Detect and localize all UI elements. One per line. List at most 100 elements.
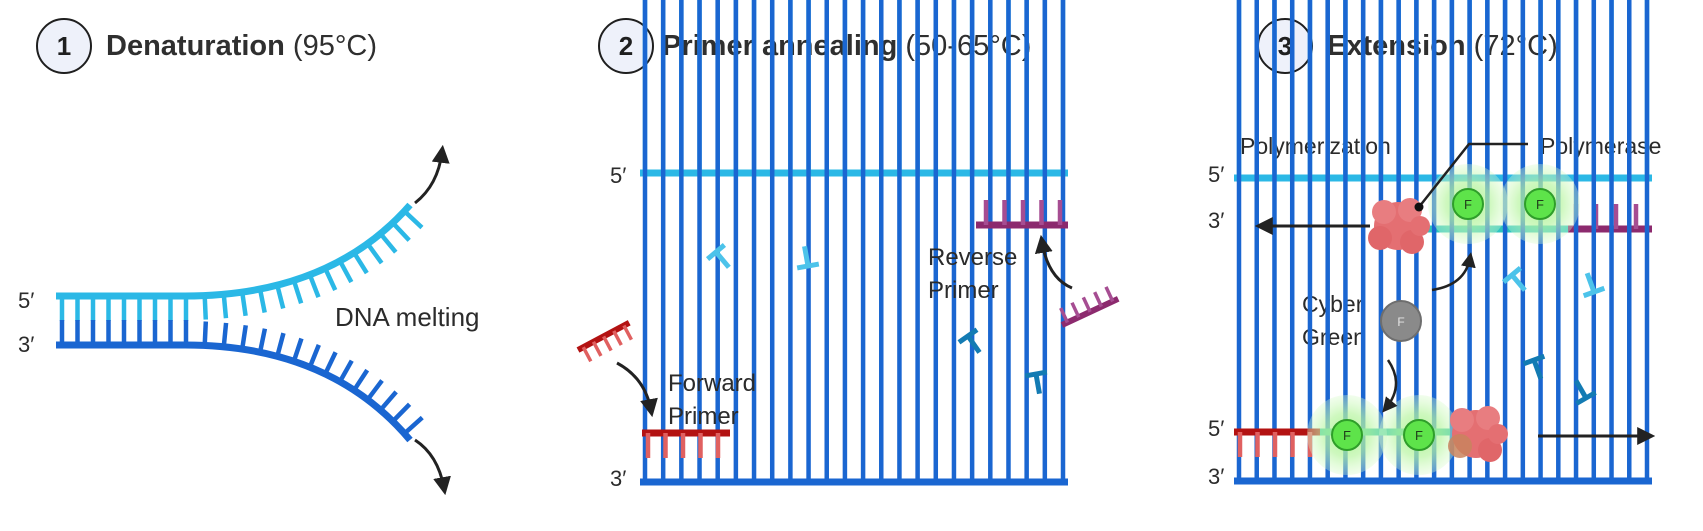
polymerase-pointer-dot [1414,202,1424,212]
label-polymerization: Polymerization [1240,133,1391,159]
forward-primer-free [576,320,633,363]
base-leg [402,209,424,230]
base-leg [239,291,248,317]
base-leg [622,324,633,341]
base-leg [1059,307,1070,324]
step-1-title-text: Denaturation [106,29,285,62]
arrow-forward-primer-binding-icon [616,361,658,418]
fluorophore-bound-bottom-1: F [1307,395,1387,475]
free-nucleotide-icon [1573,379,1597,406]
panel-denaturation: 5′ 3′ DNA melting [18,144,480,496]
label-forward-primer-line1: Forward [668,370,756,397]
cyber-green-dye-icon: F [1380,300,1422,342]
svg-text:F: F [1397,315,1404,329]
template-strand-bottom [640,0,1068,486]
base-leg [239,324,248,350]
dna-strand-top-melting [56,202,424,321]
base-leg [365,379,384,402]
base-leg [391,221,411,242]
label-cyber-green-line2: Green [1302,324,1366,350]
base-leg [352,368,370,392]
nucleotide-stem [1510,273,1527,292]
free-forward-backbone [576,320,631,353]
base-leg [202,321,209,346]
dna-strand-bottom-melting [56,320,424,443]
arrow-up-separation-icon [414,144,450,205]
nucleotide-stem [1573,379,1589,400]
label-5-prime-p1: 5′ [18,288,34,313]
base-leg [337,359,354,383]
template-strand-top [640,0,1068,177]
base-leg [221,322,229,348]
label-3-prime-p2: 3′ [610,466,626,491]
svg-text:F: F [1464,197,1472,212]
base-leg [323,267,338,292]
nucleotide-stem [1584,272,1597,293]
polymerase-leader-line [1418,142,1528,208]
label-3-prime-p1: 3′ [18,332,34,357]
step-1-title: Denaturation (95°C) [106,30,377,63]
free-reverse-backbone [1060,296,1120,328]
svg-text:F: F [1415,428,1423,443]
free-nucleotide-icon [957,327,982,354]
base-leg [275,284,286,309]
base-leg [1081,296,1092,313]
free-nucleotide-icon [1582,272,1606,299]
arrow-dye-binding-bottom-icon [1382,359,1398,413]
free-nucleotide-icon [1024,369,1048,395]
base-leg [257,328,268,353]
free-nucleotide-icon [796,245,820,271]
nucleotide-stem [965,334,982,354]
arrow-down-separation-icon [414,438,451,496]
base-leg [337,259,354,284]
base-leg [391,402,412,423]
label-5-prime-p3-top: 5′ [1208,162,1224,187]
base-leg [378,390,398,412]
step-1-number-badge: 1 [36,18,92,74]
label-cyber-green-line1: Cyber [1302,291,1364,317]
polymerase-enzyme-bottom-icon [1448,406,1508,462]
base-leg [378,232,398,254]
base-leg [307,273,321,298]
free-nucleotide-icon [1501,266,1527,292]
bottom-strand-backbone [56,341,413,443]
nucleotide-stem [1531,359,1544,380]
base-leg [221,294,229,319]
step-3-title-text: Extension [1327,29,1466,62]
base-leg [202,295,209,320]
base-leg [591,340,603,357]
label-5-prime-p3-bottom: 5′ [1208,416,1224,441]
nucleotide-stem [1033,373,1042,395]
arrow-dye-binding-top-icon [1431,252,1476,292]
fluorophore-bound-top-1: F [1428,164,1508,244]
label-5-prime-p2: 5′ [610,163,626,188]
base-leg [291,337,304,362]
label-reverse-primer-line2: Primer [928,277,999,304]
base-leg [257,288,267,314]
base-leg [1093,291,1104,308]
label-reverse-primer-line1: Reverse [928,244,1017,271]
base-leg [402,415,424,436]
panel-extension: 5′ 3′ 5′ 3′ Polymerization Polymerase Cy… [1208,0,1661,489]
label-3-prime-p3-top: 3′ [1208,208,1224,233]
base-leg [602,335,613,352]
free-nucleotide-icon [1522,353,1546,380]
fluorophore-bound-bottom-2: F [1379,395,1459,475]
nucleotide-stem [714,250,731,269]
label-3-prime-p3-bottom: 3′ [1208,464,1224,489]
base-leg [1104,286,1115,303]
svg-text:F: F [1536,197,1544,212]
step-3-number-badge: 3 [1257,18,1313,74]
base-leg [365,242,384,265]
svg-text:F: F [1343,428,1351,443]
arrow-reverse-primer-binding-icon [1034,234,1073,290]
base-leg [323,351,338,375]
base-leg [291,279,304,304]
panel-primer-annealing: 5′ 3′ Reverse Primer Forward Primer [576,0,1120,491]
fluorophore-bound-top-2: F [1500,164,1580,244]
label-forward-primer-line2: Primer [668,403,739,430]
top-strand-backbone [56,202,413,300]
nucleotide-bar [1024,369,1048,379]
base-leg [275,332,286,357]
